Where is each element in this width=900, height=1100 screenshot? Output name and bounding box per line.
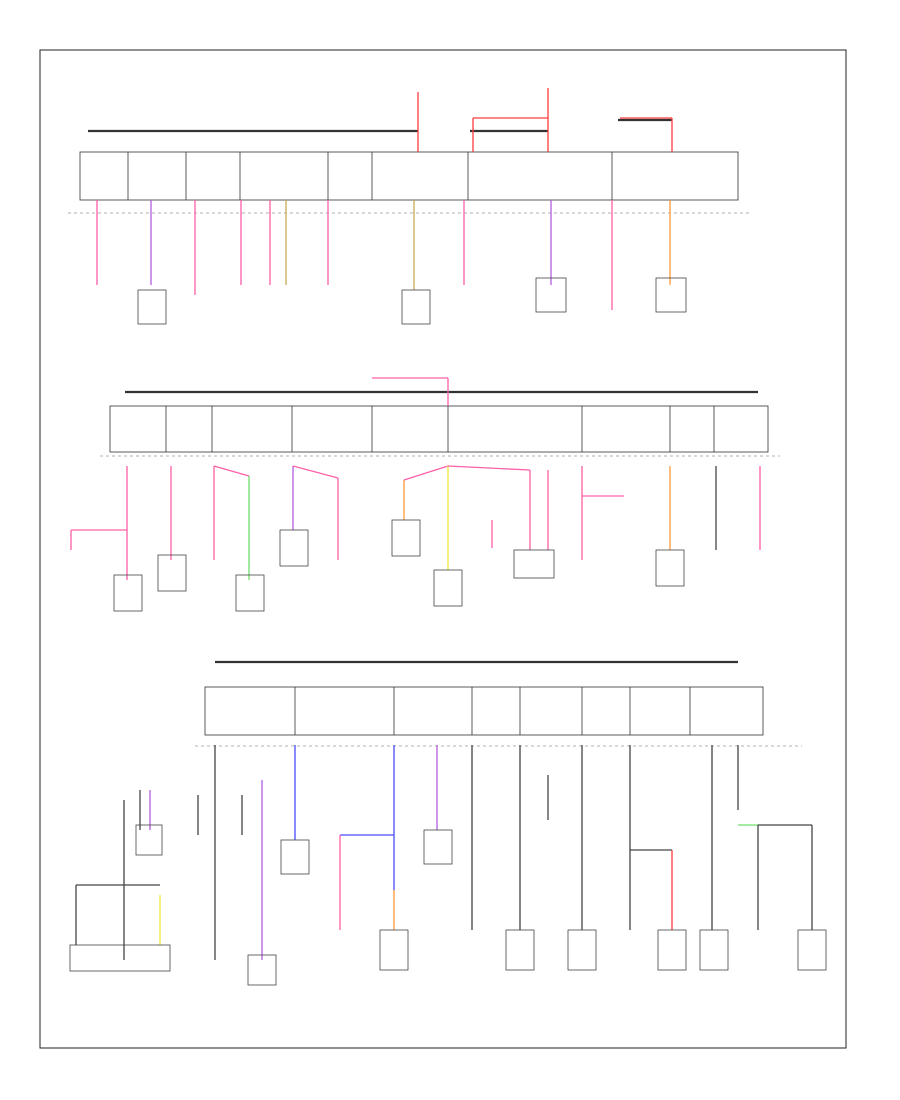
fuse-box-2 — [109, 405, 769, 453]
component-1-2 — [401, 289, 431, 325]
component-1-4 — [655, 277, 687, 313]
component-1-1 — [137, 289, 167, 325]
component-2-5 — [391, 519, 421, 557]
component-2-4 — [279, 529, 309, 567]
component-3-2 — [69, 944, 171, 972]
component-3-3 — [247, 954, 277, 986]
fuse-block-2 — [70, 377, 780, 612]
fuse-block-1 — [68, 88, 750, 325]
component-3-7 — [505, 929, 535, 971]
component-3-5 — [379, 929, 409, 971]
component-3-6 — [423, 829, 453, 865]
fuse-box-1 — [79, 151, 739, 201]
diagram-border — [39, 49, 847, 1049]
component-3-4 — [280, 839, 310, 875]
fuse-row-1 — [127, 152, 613, 200]
component-2-7 — [513, 549, 555, 579]
component-2-8 — [655, 549, 685, 587]
component-2-6 — [433, 569, 463, 607]
component-3-9 — [657, 929, 687, 971]
component-1-3 — [535, 277, 567, 313]
component-3-8 — [567, 929, 597, 971]
fuse-block-3 — [69, 660, 827, 986]
fuse-row-3 — [294, 687, 691, 735]
component-2-2 — [157, 554, 187, 592]
fuse-row-2 — [165, 406, 715, 452]
component-3-11 — [797, 929, 827, 971]
component-3-1 — [135, 824, 163, 856]
fuse-box-3 — [204, 686, 764, 736]
component-2-1 — [113, 574, 143, 612]
component-2-3 — [235, 574, 265, 612]
component-3-10 — [699, 929, 729, 971]
